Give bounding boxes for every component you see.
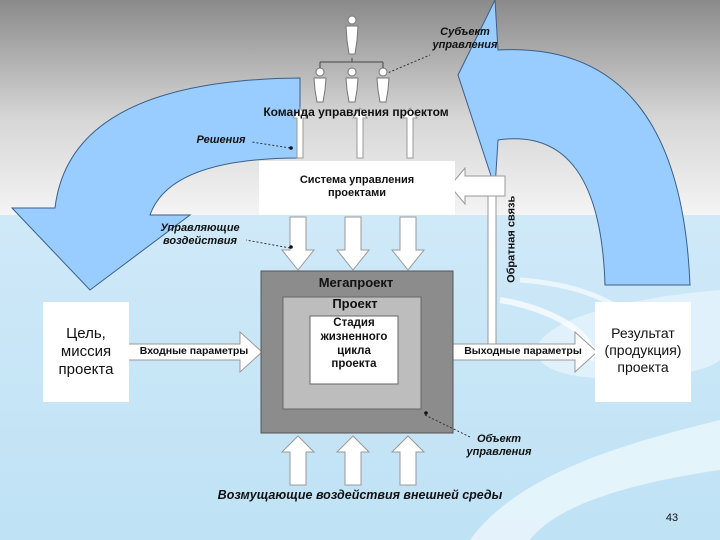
megaproject-label: Мегапроект [318,275,394,290]
stage-box [309,315,399,385]
outputs-label: Выходные параметры [464,345,582,357]
result-label: Результат (продукция) проекта [604,325,682,375]
inputs-label: Входные параметры [139,345,249,357]
team-label: Команда управления проектом [263,105,449,119]
leader-lines [245,54,471,438]
goal-box [43,302,129,402]
subject-label: Субъект управления [432,26,498,51]
project-label: Проект [332,296,378,311]
disturbance-arrows [280,435,426,486]
stage-label: Стадия жизненного цикла проекта [320,317,388,371]
system-label: Система управления проектами [299,174,415,200]
result-box [595,302,691,402]
team-connector [319,58,384,68]
feedback-arrow [449,166,506,345]
object-label: Объект управления [466,433,532,458]
system-to-mega-arrows [280,216,426,271]
left-curved-arrow [10,77,301,291]
feedback-label: Обратная связь [505,195,518,283]
input-arrow [127,330,263,374]
controls-label: Управляющие воздействия [160,222,240,247]
system-box [259,161,455,215]
person-icon [345,67,359,103]
person-icon [313,67,327,103]
person-icon [345,15,359,55]
goal-label: Цель, миссия проекта [58,325,114,378]
page-number: 43 [665,512,679,524]
decisions-label: Решения [196,134,246,146]
disturbances-label: Возмущающие воздействия внешней среды [217,488,503,502]
right-curved-arrow [457,0,691,286]
output-arrow [452,330,598,374]
team-to-system-arrows [292,107,418,159]
person-icon [376,67,390,103]
